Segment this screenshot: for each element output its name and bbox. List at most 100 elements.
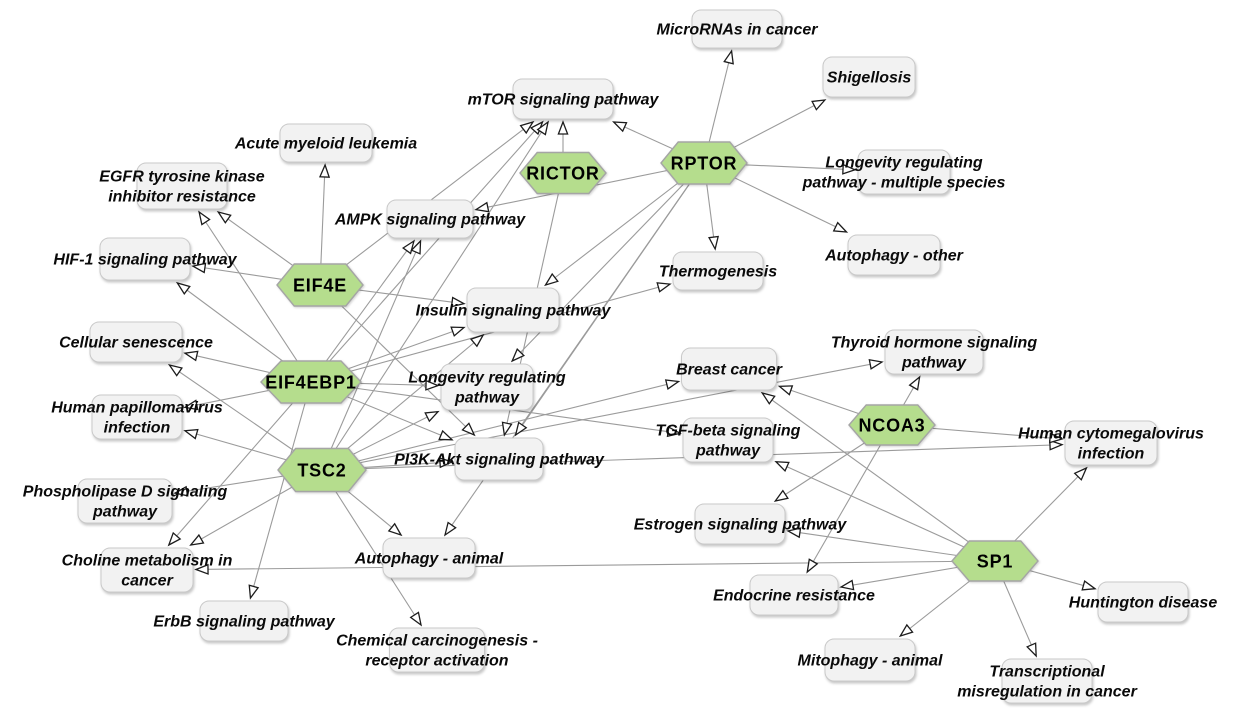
gene-node-RPTOR[interactable]: RPTOR — [660, 141, 748, 185]
pathway-node-box[interactable] — [884, 329, 984, 375]
pathway-node-box[interactable] — [136, 162, 228, 210]
gene-node-EIF4E[interactable]: EIF4E — [276, 263, 364, 307]
pathway-node-box[interactable] — [1001, 658, 1093, 704]
pathway-node-pi3k[interactable]: PI3K-Akt signaling pathway — [394, 437, 605, 481]
edge-SP1-breast — [761, 392, 996, 562]
pathway-node-insulin[interactable]: Insulin signaling pathway — [416, 287, 612, 333]
gene-node-hexagon[interactable] — [519, 151, 607, 195]
pathway-node-ampk[interactable]: AMPK signaling pathway — [334, 199, 526, 239]
gene-node-SP1[interactable]: SP1 — [951, 540, 1039, 582]
pathway-node-box[interactable] — [681, 347, 777, 391]
pathway-node-box[interactable] — [199, 600, 289, 642]
arrowhead-EIF4EBP1-tgfbeta — [666, 426, 682, 438]
pathway-node-box[interactable] — [824, 638, 916, 682]
arrowhead-EIF4EBP1-hpv — [183, 399, 199, 411]
pathway-node-box[interactable] — [440, 363, 534, 411]
pathway-node-label: Shigellosis — [827, 70, 912, 87]
pathway-node-autophagy_other[interactable]: Autophagy - other — [824, 234, 964, 276]
pathway-node-box[interactable] — [77, 478, 173, 524]
arrowhead-RPTOR-thermogenesis — [708, 235, 720, 251]
gene-node-NCOA3[interactable]: NCOA3 — [848, 404, 936, 446]
pathway-node-autophagy_animal[interactable]: Autophagy - animal — [354, 537, 504, 579]
pathway-node-box[interactable] — [847, 234, 941, 276]
pathway-node-box[interactable] — [1064, 420, 1158, 466]
gene-node-hexagon[interactable] — [660, 141, 748, 185]
pathway-node-mtor[interactable]: mTOR signaling pathway — [468, 78, 660, 120]
gene-node-hexagon[interactable] — [260, 360, 362, 404]
arrowhead-RPTOR-micrornas — [723, 49, 734, 65]
pathway-node-box[interactable] — [512, 78, 614, 120]
pathway-node-box[interactable] — [91, 394, 183, 440]
pathway-node-thermogenesis[interactable]: Thermogenesis — [659, 251, 777, 291]
pathway-node-box[interactable] — [672, 251, 764, 291]
pathway-node-box[interactable] — [100, 547, 194, 593]
arrowhead-EIF4EBP1-choline — [167, 531, 182, 547]
gene-node-hexagon[interactable] — [276, 263, 364, 307]
pathway-node-box[interactable] — [279, 123, 373, 163]
arrowhead-TSC2-cellsen — [167, 363, 183, 377]
pathway-node-micrornas[interactable]: MicroRNAs in cancer — [657, 9, 819, 49]
pathway-node-box[interactable] — [749, 574, 839, 616]
pathway-node-box[interactable] — [382, 537, 476, 579]
gene-node-TSC2[interactable]: TSC2 — [277, 447, 367, 493]
gene-node-EIF4EBP1[interactable]: EIF4EBP1 — [260, 360, 362, 404]
pathway-node-cellsen[interactable]: Cellular senescence — [59, 321, 213, 363]
pathway-node-box[interactable] — [691, 9, 783, 49]
gene-node-hexagon[interactable] — [848, 404, 936, 446]
pathway-node-box[interactable] — [857, 149, 951, 195]
pathway-node-box[interactable] — [99, 237, 191, 281]
pathway-node-hif1[interactable]: HIF-1 signaling pathway — [53, 237, 238, 281]
edge-EIF4EBP1-erbb — [249, 381, 312, 599]
pathway-node-box[interactable] — [1097, 581, 1189, 623]
pathway-node-chemcarc[interactable]: Chemical carcinogenesis -receptor activa… — [336, 627, 538, 673]
arrowhead-RPTOR-insulin — [544, 272, 559, 287]
pathway-node-estrogen[interactable]: Estrogen signaling pathway — [634, 503, 848, 545]
gene-node-hexagon[interactable] — [951, 540, 1039, 582]
pathway-node-box[interactable] — [389, 627, 485, 673]
pathway-node-box[interactable] — [454, 437, 544, 481]
pathway-node-aml[interactable]: Acute myeloid leukemia — [234, 123, 417, 163]
gene-node-hexagon[interactable] — [277, 447, 367, 493]
edge-TSC2-insulin — [321, 334, 484, 471]
pathway-node-shigellosis[interactable]: Shigellosis — [822, 56, 916, 98]
pathway-node-breast[interactable]: Breast cancer — [676, 347, 783, 391]
arrowhead-TSC2-longevity — [424, 410, 440, 423]
gene-node-label: EIF4EBP1 — [265, 373, 356, 393]
pathway-node-box[interactable] — [682, 417, 774, 463]
pathway-node-endocrine[interactable]: Endocrine resistance — [713, 574, 875, 616]
pathway-node-huntington[interactable]: Huntington disease — [1069, 581, 1218, 623]
edge-EIF4EBP1-ampk — [310, 240, 415, 383]
pathway-node-label: Estrogen signaling pathway — [634, 517, 848, 534]
pathway-node-label: Chemical carcinogenesis -receptor activa… — [336, 633, 538, 670]
edge-EIF4EBP1-thermogenesis — [310, 283, 671, 383]
pathway-node-erbb[interactable]: ErbB signaling pathway — [153, 600, 336, 642]
arrowhead-TSC2-phospholipase — [173, 485, 189, 497]
arrowhead-RPTOR-pi3k — [514, 421, 528, 437]
pathway-node-box[interactable] — [822, 56, 916, 98]
pathway-node-box[interactable] — [466, 287, 560, 333]
arrowhead-EIF4E-pi3k — [461, 422, 476, 437]
gene-node-RICTOR[interactable]: RICTOR — [519, 151, 607, 195]
arrowhead-RPTOR-autophagy_other — [832, 221, 849, 233]
pathway-node-mitophagy[interactable]: Mitophagy - animal — [798, 638, 943, 682]
pathway-node-label: Thermogenesis — [659, 264, 777, 281]
pathway-node-label: Cellular senescence — [59, 335, 213, 352]
arrowhead-RICTOR-pi3k — [501, 421, 513, 437]
pathway-node-box[interactable] — [89, 321, 183, 363]
pathway-node-box[interactable] — [694, 503, 786, 545]
pathway-node-box[interactable] — [386, 199, 474, 239]
